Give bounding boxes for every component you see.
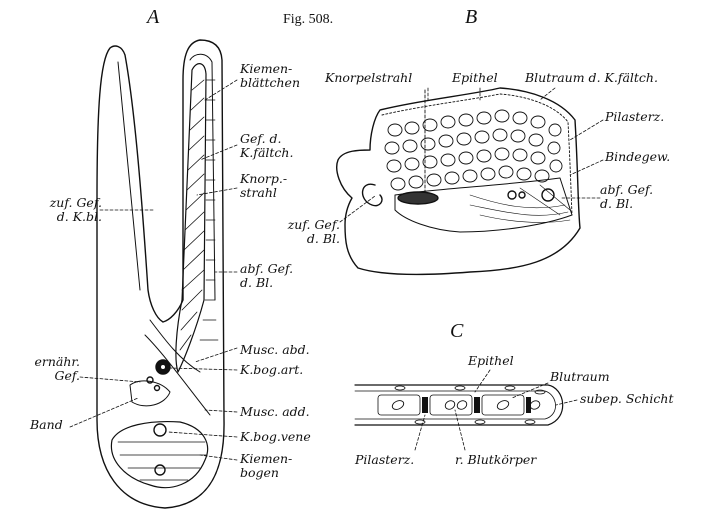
label-kiemenbogen: Kiemen-bogen: [240, 452, 292, 480]
left-hook: [363, 184, 382, 205]
bindegewebe-fibers: [470, 185, 570, 222]
label-subep-schicht: subep. Schicht: [580, 392, 674, 406]
kbog-vene-vessel: [154, 424, 166, 436]
label-gef-kfaeltch: Gef. d.K.fältch.: [240, 132, 293, 160]
panel-c-drawing: [355, 385, 563, 425]
label-pilasterz-b: Pilasterz.: [605, 110, 664, 124]
label-kiemenblaettchen: Kiemen-blättchen: [240, 62, 300, 90]
kiemenbogen-cartilage: [111, 422, 207, 488]
epithel-nuclei: [395, 386, 545, 424]
label-zuf-gef-bl-b: zuf. Gef.d. Bl.: [258, 218, 340, 246]
right-lobe-inner-line: [190, 54, 215, 300]
red-blood-cells: [391, 399, 541, 411]
label-abf-gef-bl-b: abf. Gef.d. Bl.: [600, 183, 653, 211]
musc-add-drawing: [145, 335, 210, 415]
label-knorpstrahl: Knorp.-strahl: [240, 172, 287, 200]
label-kbog-art: K.bog.art.: [240, 363, 303, 377]
zuf-gef-vessel: [398, 192, 438, 204]
panel-a-leaders: [70, 80, 237, 460]
abf-gef-vessel: [508, 191, 516, 199]
label-knorpelstrahl: Knorpelstrahl: [325, 71, 412, 85]
panel-b-drawing: [337, 88, 580, 274]
band-structure: [130, 381, 170, 406]
pillar-cells: [422, 397, 531, 413]
panel-a-drawing: [97, 40, 224, 508]
figure-title: Fig. 508.: [283, 12, 333, 28]
label-blutraum-c: Blutraum: [550, 370, 610, 384]
label-pilasterz-c: Pilasterz.: [355, 453, 414, 467]
blutraum-space: [378, 395, 420, 415]
label-bindegew: Bindegew.: [605, 150, 670, 164]
label-blutkoerper: r. Blutkörper: [455, 453, 536, 467]
label-blutraum-kfaeltch: Blutraum d. K.fältch.: [525, 71, 658, 85]
panel-b-letter: B: [465, 6, 477, 29]
label-musc-abd: Musc. abd.: [240, 343, 310, 357]
label-band: Band: [30, 418, 63, 432]
label-musc-add: Musc. add.: [240, 405, 310, 419]
label-epithel-c: Epithel: [468, 354, 514, 368]
lamellae-lines: [200, 80, 218, 340]
label-ernaehr-gef: ernähr.Gef.: [2, 355, 80, 383]
ernaehr-gef-vessel: [147, 377, 153, 383]
left-lobe-inner-line: [118, 62, 140, 290]
panel-a-letter: A: [147, 6, 159, 29]
panel-c-letter: C: [450, 320, 463, 343]
label-zuf-gef-kbl: zuf. Gef.d. K.bl.: [2, 196, 102, 224]
label-epithel-b: Epithel: [452, 71, 498, 85]
label-kbog-vene: K.bog.vene: [240, 430, 311, 444]
blood-cells: [385, 110, 562, 190]
label-abf-gef-bl-a: abf. Gef.d. Bl.: [240, 262, 293, 290]
